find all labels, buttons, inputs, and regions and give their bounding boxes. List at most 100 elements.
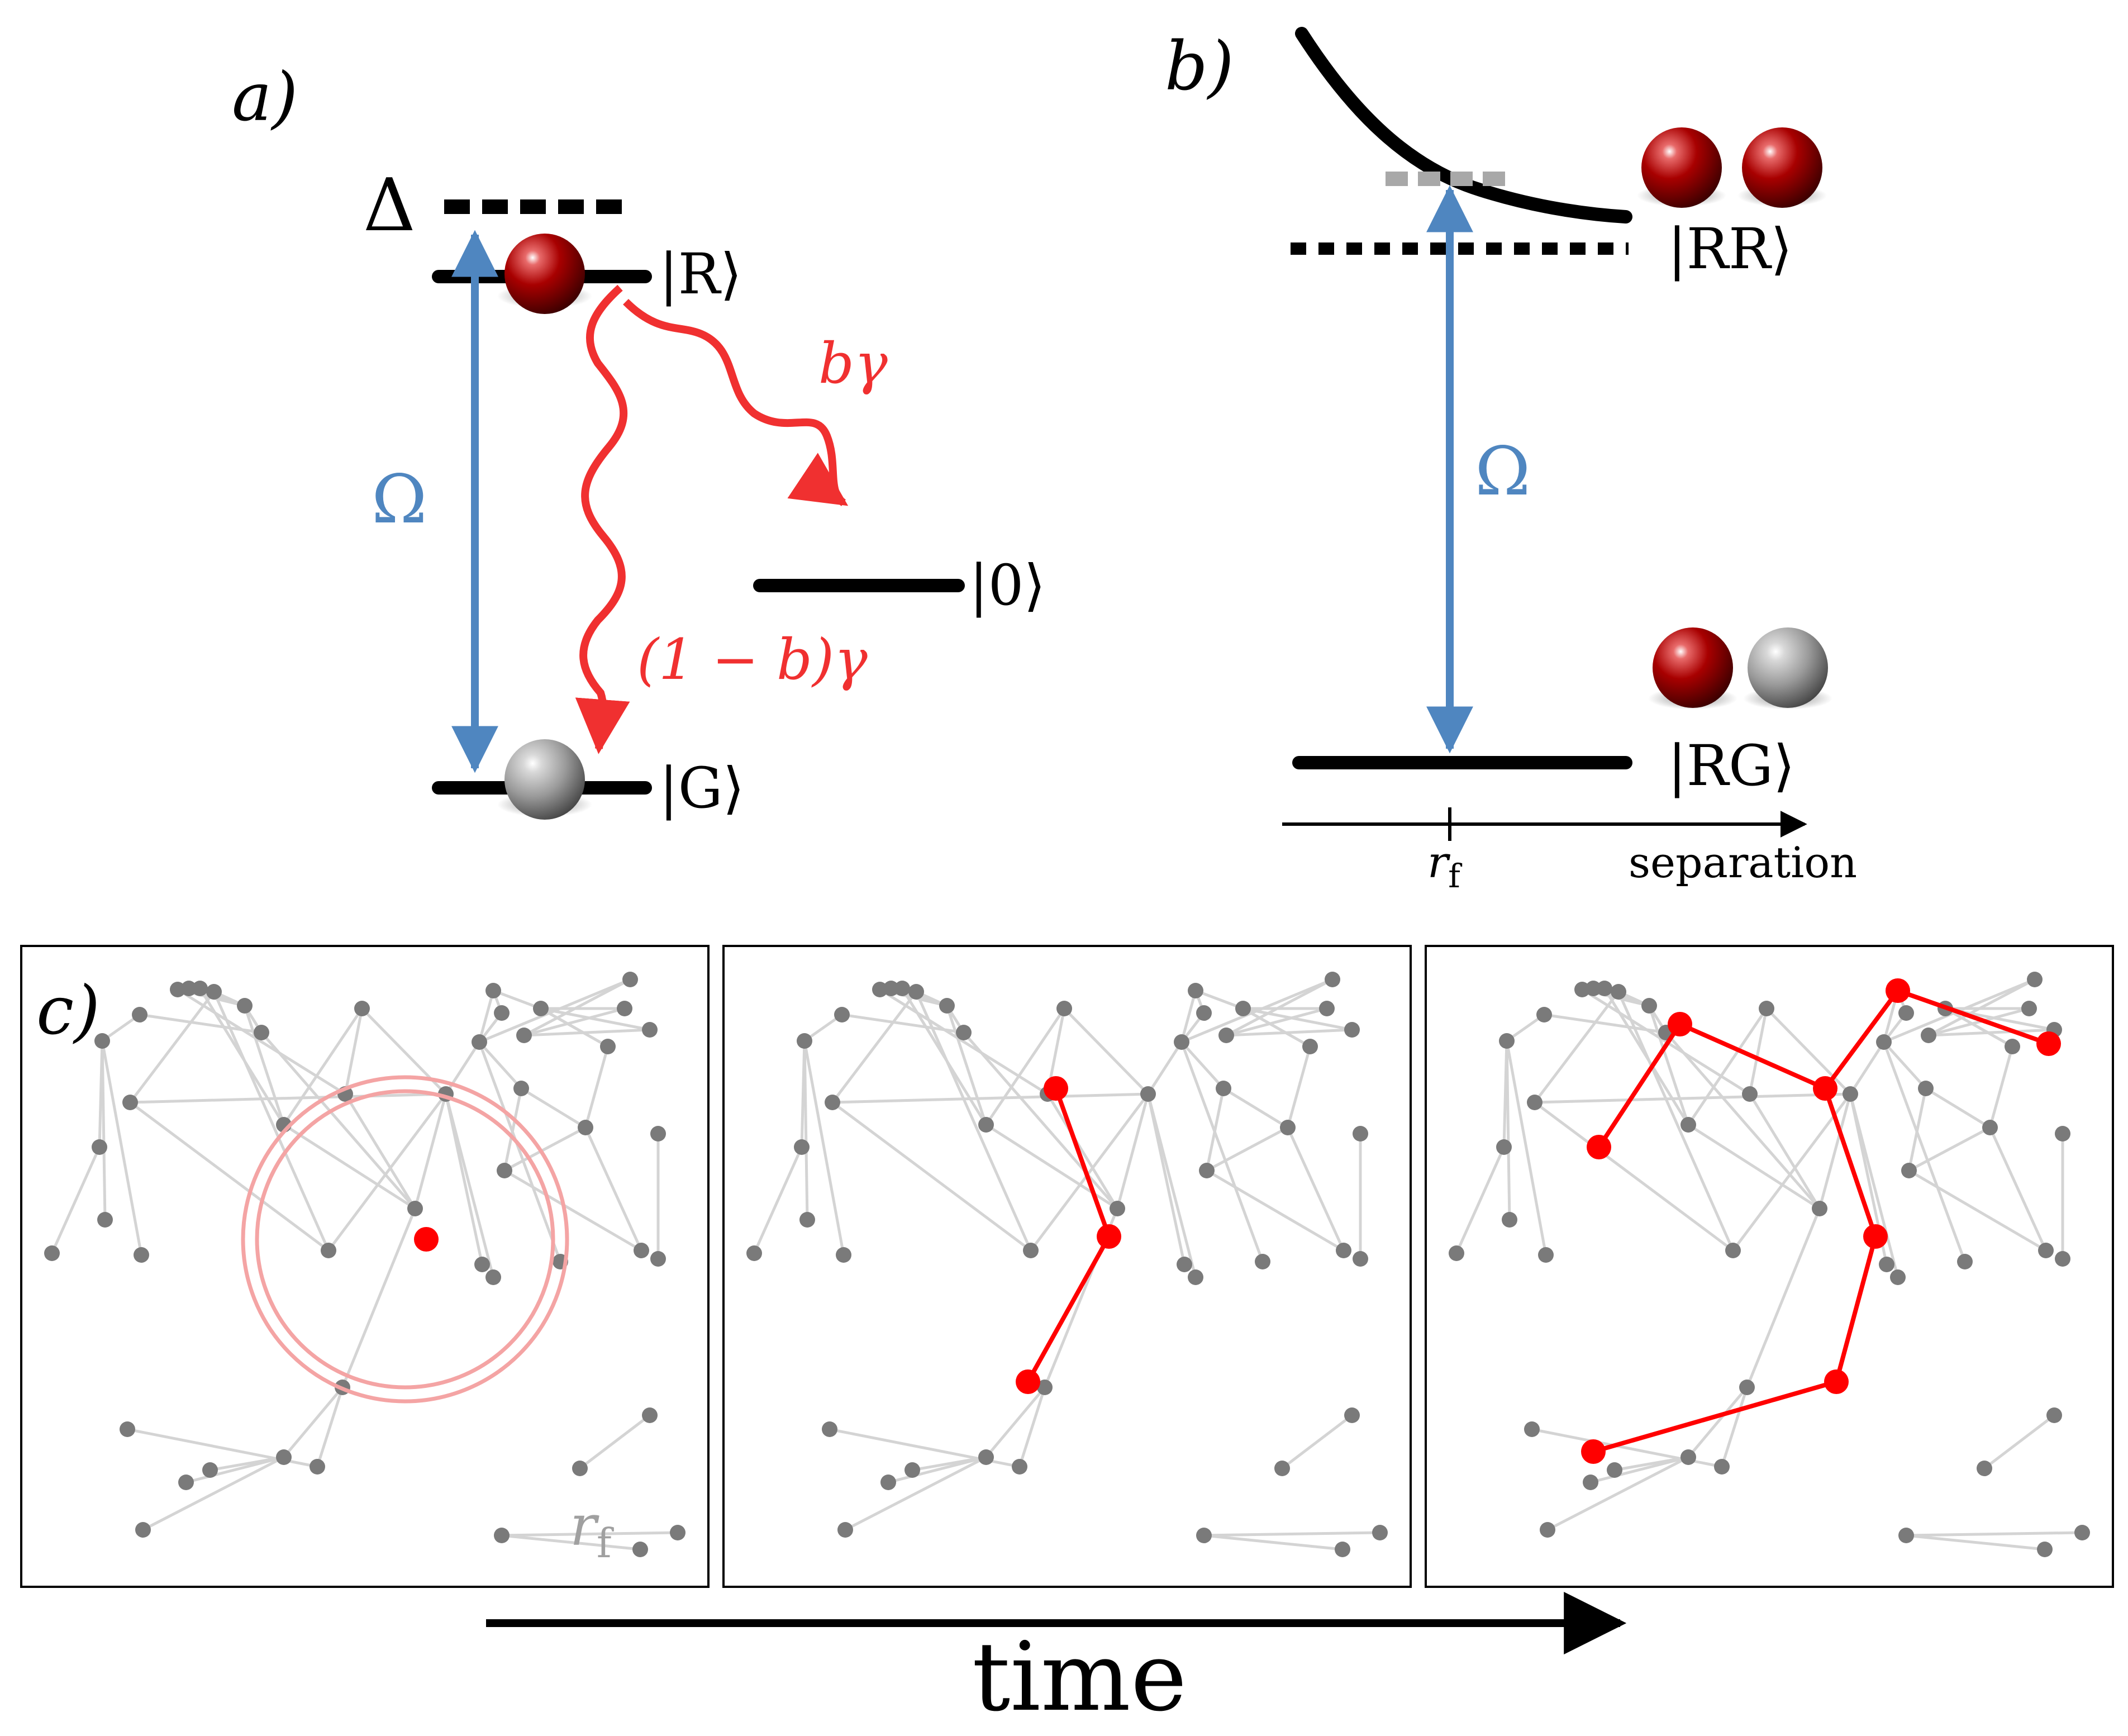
ground-atom-node xyxy=(2074,1525,2090,1540)
ground-atom-node xyxy=(1586,981,1601,996)
facilitation-shell-outer xyxy=(241,1075,569,1404)
decay-b-label: bγ xyxy=(818,331,888,396)
decay-to-ground-arrow xyxy=(575,284,630,754)
ground-atom-node xyxy=(276,1449,292,1465)
ground-atom-node xyxy=(1302,1039,1318,1054)
bond-edge xyxy=(1281,1414,1353,1469)
ground-atom-node xyxy=(310,1459,325,1475)
bond-edge xyxy=(1720,1387,1749,1467)
excited-atom-node xyxy=(1824,1369,1849,1394)
bond-edge xyxy=(1180,990,1197,1043)
ground-atom-node xyxy=(1335,1542,1350,1557)
bond-edge xyxy=(50,1146,101,1254)
bond-edge xyxy=(1226,1028,1353,1037)
ground-atom-node xyxy=(206,984,222,1000)
ground-atom-node xyxy=(354,1001,370,1016)
ground-atom-node xyxy=(634,1243,649,1258)
ground-atom-node xyxy=(822,1421,837,1437)
ground-atom-node xyxy=(516,1028,532,1043)
ground-atom-node xyxy=(1449,1245,1464,1261)
bond-edge xyxy=(1883,1041,1927,1090)
ground-atom-node xyxy=(880,1475,896,1490)
panel-c-label: c) xyxy=(36,972,100,1050)
bond-edge xyxy=(1146,1041,1183,1095)
ground-atom-node xyxy=(894,981,910,996)
panel-c: c) rf time xyxy=(20,945,2114,1733)
ground-atom-node xyxy=(1274,1461,1290,1476)
bond-edge xyxy=(283,1386,344,1458)
bond-edge xyxy=(1505,1040,1548,1255)
ground-atom-node xyxy=(120,1421,135,1437)
bond-edge xyxy=(503,1126,587,1172)
ground-atom-node xyxy=(1597,981,1612,996)
ground-atom-node xyxy=(2055,1126,2070,1142)
ground-atom-node xyxy=(2055,1251,2070,1267)
ground-atom-node xyxy=(836,1247,851,1263)
ground-atom-node xyxy=(799,1212,815,1228)
ket-rg: |RG⟩ xyxy=(1668,733,1795,798)
ground-atom-node xyxy=(572,1461,588,1476)
ground-atom-node xyxy=(650,1251,666,1267)
ground-atom-node xyxy=(1023,1243,1039,1258)
panel-b-label: b) xyxy=(1165,28,1234,106)
bond-edge xyxy=(444,1093,495,1278)
ground-atom-node xyxy=(407,1201,423,1216)
bond-edge xyxy=(210,1456,284,1472)
ground-atom-node xyxy=(1812,1201,1827,1216)
bond-edge xyxy=(344,1093,417,1210)
bond-edge xyxy=(540,1007,609,1048)
bond-edge xyxy=(142,1456,285,1532)
ground-atom-node xyxy=(1957,1254,1973,1269)
ground-atom-node xyxy=(642,1407,658,1423)
bond-edge xyxy=(341,1208,417,1388)
bond-edge xyxy=(1849,1093,1900,1278)
ground-atom-node xyxy=(1759,1001,1774,1016)
ground-atom-node xyxy=(1140,1086,1156,1102)
ground-atom-node xyxy=(485,1269,501,1285)
ground-atom-node xyxy=(1898,1005,1914,1021)
ground-atom-node xyxy=(834,1007,850,1022)
bond-edge xyxy=(212,991,330,1252)
ground-atom-node xyxy=(1012,1459,1027,1475)
bond-edge xyxy=(130,1092,446,1104)
bond-edge xyxy=(1534,1092,1851,1104)
bond-edge xyxy=(1687,1123,1821,1210)
bond-edge xyxy=(316,1387,344,1467)
bond-edge xyxy=(1242,1007,1311,1048)
ground-atom-node xyxy=(622,972,638,987)
ground-atom-node xyxy=(1325,972,1340,987)
ground-atom-node xyxy=(650,1126,666,1142)
bond-edge xyxy=(1505,1040,1511,1220)
ground-atom-node xyxy=(192,981,208,996)
ground-atom-node xyxy=(1177,1257,1192,1272)
ground-atom-node xyxy=(1641,998,1657,1014)
ground-atom-node xyxy=(1611,984,1626,1000)
bond-edge xyxy=(803,1040,809,1220)
bond-edge xyxy=(129,1101,330,1252)
facilitation-link xyxy=(1823,1087,1878,1238)
bond-edge xyxy=(101,1040,143,1255)
ground-atom-node xyxy=(321,1243,336,1258)
ground-atom-node xyxy=(132,1007,147,1022)
ground-atom-node xyxy=(2038,1243,2054,1258)
bond-edge xyxy=(1226,1007,1327,1037)
ground-atom-node xyxy=(908,984,924,1000)
bond-edge xyxy=(1988,1046,2014,1128)
snapshot-box-1 xyxy=(20,945,710,1588)
bond-edge xyxy=(1180,1041,1264,1262)
ground-atom-node xyxy=(1714,1459,1730,1475)
rg-pair-icon xyxy=(1648,627,1832,710)
bond-edge xyxy=(243,1005,285,1125)
bond-edge xyxy=(844,1456,987,1532)
bond-edge xyxy=(1818,1093,1852,1209)
bond-edge xyxy=(1745,1208,1821,1388)
ground-atom-node xyxy=(1372,1525,1388,1540)
delta-symbol: Δ xyxy=(363,163,416,248)
rf-label-c: rf xyxy=(570,1493,614,1567)
bond-edge xyxy=(478,1041,562,1262)
ground-atom-node xyxy=(2005,1039,2020,1054)
ground-atom-node xyxy=(1344,1407,1360,1423)
ground-atom-node xyxy=(181,981,197,996)
bond-edge xyxy=(1748,1093,1821,1210)
network-snapshot-2 xyxy=(746,972,1388,1557)
